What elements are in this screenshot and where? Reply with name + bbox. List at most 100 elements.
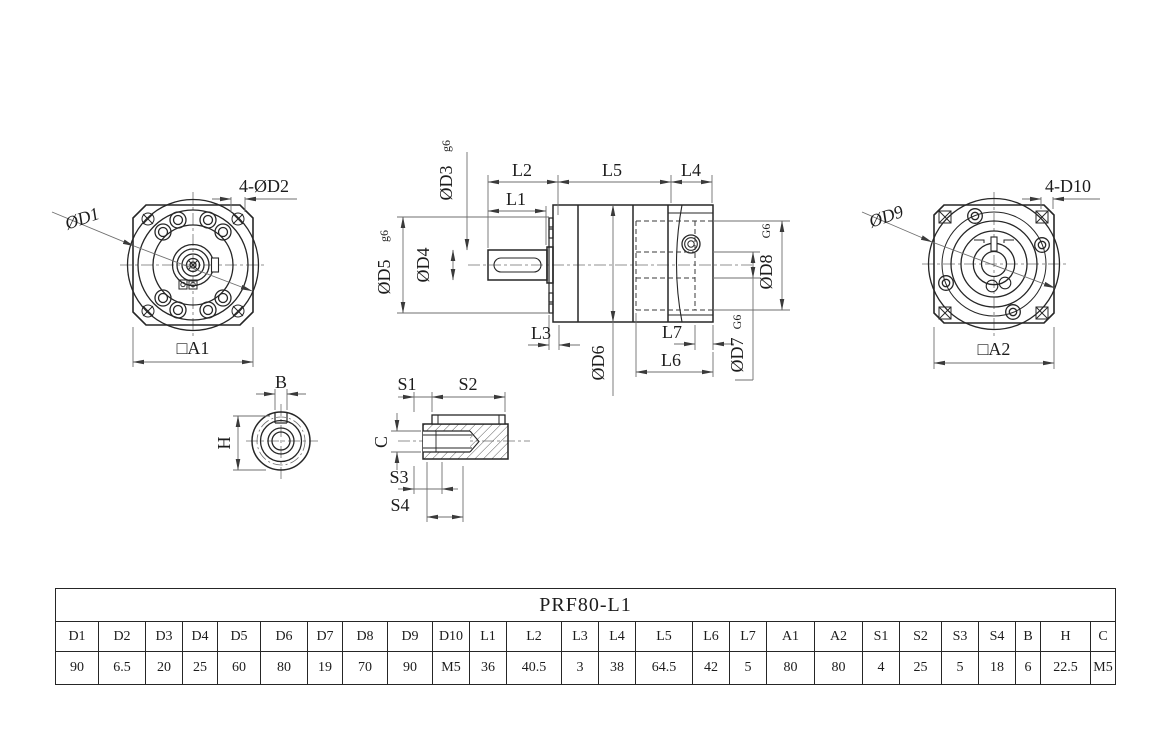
table-title: PRF80-L1 (54, 588, 1117, 622)
side-view: L2 L5 L4 L1 ØD3 g6 ØD5 g6 ØD4 ØD6 L3 L7 … (374, 140, 790, 396)
table-header-cell: L2 (506, 621, 562, 652)
table-header-cell: D2 (98, 621, 146, 652)
table-header-cell: L1 (469, 621, 507, 652)
table-value-cell: 6 (1015, 651, 1041, 685)
table-header-cell: D10 (432, 621, 470, 652)
table-value-cell: M5 (432, 651, 470, 685)
clamp-screw-icon (681, 234, 701, 254)
rear-bolt-holes (938, 208, 1050, 320)
front-shaft-hub (171, 243, 220, 290)
rear-input-hub (972, 236, 1016, 293)
rear-d9-dim (861, 211, 1056, 289)
gearbox-body (552, 204, 714, 323)
rear-d10-dim (1022, 196, 1100, 209)
table-header-cell: D9 (387, 621, 433, 652)
dim-label-d6: ØD6 (588, 346, 608, 381)
rear-keyway (990, 236, 998, 252)
table-value-cell: 5 (941, 651, 979, 685)
table-header-cell: L7 (729, 621, 767, 652)
shaft-keyway (493, 257, 542, 273)
dim-label-s2: S2 (458, 374, 477, 394)
rear-a2-dim (933, 327, 1055, 369)
rear-centerlines (922, 192, 1066, 336)
dim-label-d8: ØD8 (756, 255, 776, 290)
table-value-cell: 5 (729, 651, 767, 685)
table-value-cell: 80 (260, 651, 308, 685)
shaft-end-centerlines (246, 404, 318, 479)
table-header-cell: A1 (766, 621, 815, 652)
front-d1-dim (51, 211, 253, 292)
table-header-cell: D7 (307, 621, 343, 652)
dim-label-d5-fit: g6 (377, 230, 391, 242)
table-value-cell: 19 (307, 651, 343, 685)
table-value-cell: 38 (598, 651, 636, 685)
table-value-cell: 40.5 (506, 651, 562, 685)
dim-label-d1: ØD1 (61, 203, 102, 234)
table-value-cell: 25 (182, 651, 218, 685)
dim-label-d4: ØD4 (413, 248, 433, 283)
rear-flange-square (933, 204, 1055, 324)
table-value-cell: 64.5 (635, 651, 693, 685)
hidden-bore-lines (635, 220, 713, 311)
shaft-section-view: S1 S2 C S3 S4 (371, 374, 530, 522)
table-header-cell: D3 (145, 621, 183, 652)
table-value-cell: 80 (766, 651, 815, 685)
table-value-cell: 25 (899, 651, 942, 685)
shaft-end-keyway (274, 413, 288, 424)
table-value-cell: 60 (217, 651, 261, 685)
table-value-cell: 70 (342, 651, 388, 685)
table-value-cell: 42 (692, 651, 730, 685)
table-header-cell: S3 (941, 621, 979, 652)
table-header-cell: S2 (899, 621, 942, 652)
table-header-cell: H (1040, 621, 1091, 652)
dim-label-d7: ØD7 (727, 338, 747, 373)
dim-label-d10: 4-D10 (1045, 176, 1091, 196)
table-value-cell: 20 (145, 651, 183, 685)
rear-outer-circle (927, 197, 1061, 331)
table-value-cell: 3 (561, 651, 599, 685)
dim-label-l1: L1 (506, 189, 526, 209)
shaft-end-dims (233, 389, 306, 471)
dim-label-l3: L3 (531, 323, 551, 343)
front-flange-square (132, 204, 254, 326)
section-key-plate (431, 414, 506, 425)
front-keyway (210, 257, 220, 273)
table-header-cell: S1 (862, 621, 900, 652)
dim-label-a2: □A2 (978, 339, 1011, 359)
dim-label-d7-fit: G6 (730, 315, 744, 330)
table-header-cell: C (1089, 621, 1117, 652)
rear-corner-holes (938, 210, 1049, 320)
dim-label-l7: L7 (662, 322, 682, 342)
dim-label-d3: ØD3 (436, 166, 456, 201)
dim-label-s1: S1 (397, 374, 416, 394)
table-header-cell: A2 (814, 621, 863, 652)
front-corner-holes (141, 212, 245, 318)
dim-label-d9: ØD9 (865, 201, 906, 232)
section-tapped-hole (423, 430, 480, 453)
table-value-cell: 36 (469, 651, 507, 685)
dim-label-l6: L6 (661, 350, 681, 370)
table-header-cell: L6 (692, 621, 730, 652)
technical-drawing: ØD1 4-ØD2 □A1 (51, 140, 1100, 522)
front-a1-dim (132, 327, 254, 367)
rear-view: ØD9 4-D10 □A2 (861, 176, 1100, 369)
table-header-cell: L5 (635, 621, 693, 652)
table-value-cell: 4 (862, 651, 900, 685)
dim-label-a1: □A1 (177, 338, 210, 358)
front-d2-dim (212, 196, 297, 212)
dim-label-d3-fit: g6 (439, 140, 453, 152)
front-bolt-holes (154, 211, 232, 319)
dim-label-b: B (275, 372, 287, 392)
table-header-cell: D1 (55, 621, 99, 652)
table-header-cell: L3 (561, 621, 599, 652)
dim-label-d2: 4-ØD2 (239, 176, 289, 196)
table-header-cell: S4 (978, 621, 1016, 652)
table-header-cell: D8 (342, 621, 388, 652)
dim-label-l2: L2 (512, 160, 532, 180)
section-dims (391, 392, 506, 522)
dim-label-d5: ØD5 (374, 260, 394, 295)
dim-label-d8-fit: G6 (759, 224, 773, 239)
front-view: ØD1 4-ØD2 □A1 (51, 176, 297, 367)
